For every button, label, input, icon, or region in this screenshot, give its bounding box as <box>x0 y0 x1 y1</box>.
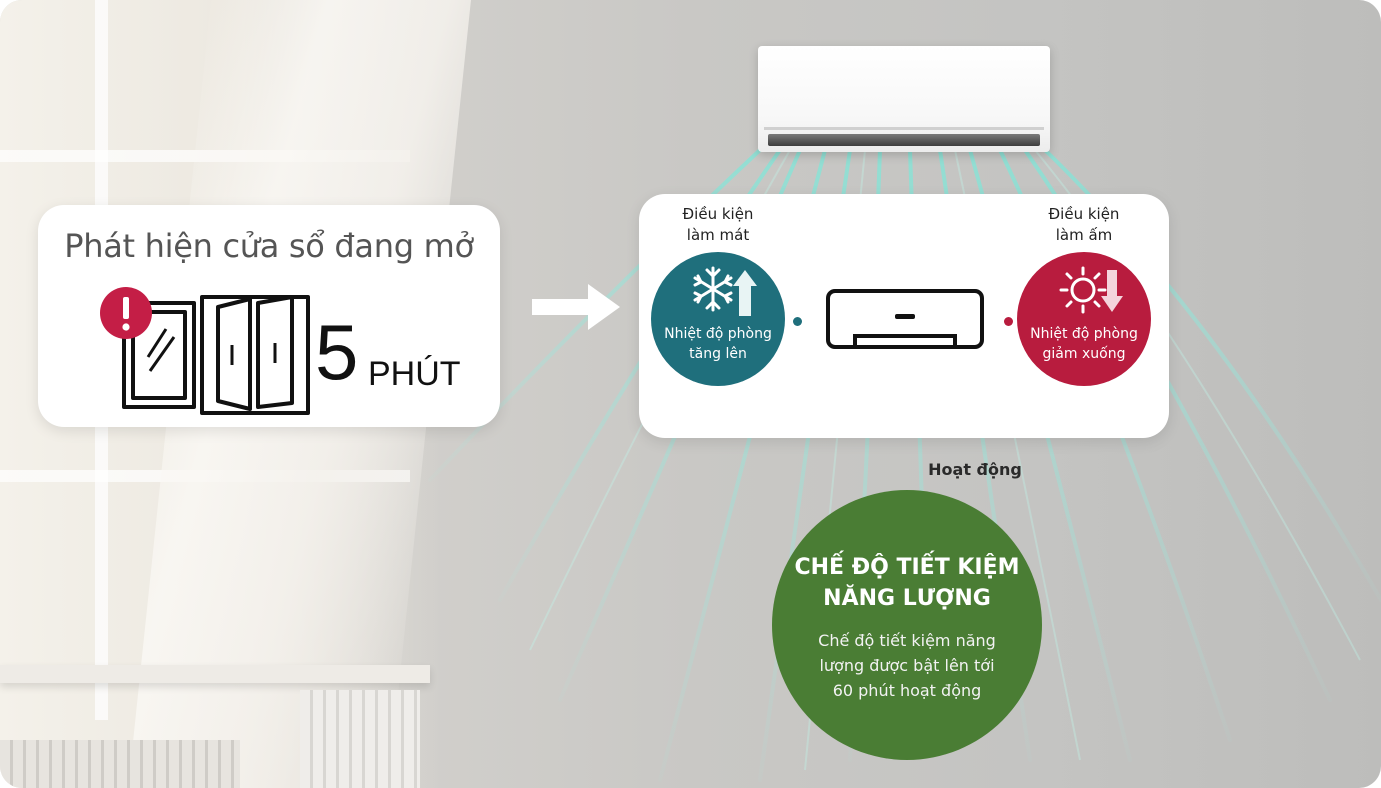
heating-dot <box>1004 317 1013 326</box>
window-detection-title: Phát hiện cửa sổ đang mở <box>64 227 474 265</box>
wall-air-conditioner <box>758 46 1050 152</box>
sun-down-arrow-icon <box>1059 266 1123 314</box>
eco-mode-circle: CHẾ ĐỘ TIẾT KIỆM NĂNG LƯỢNG Chế độ tiết … <box>772 490 1042 760</box>
eco-mode-description: Chế độ tiết kiệm năng lượng được bật lên… <box>797 628 1017 703</box>
cooling-text-line1: Nhiệt độ phòng <box>664 326 772 342</box>
cooling-dot <box>793 317 802 326</box>
right-arrow-icon <box>532 284 620 330</box>
snowflake-up-arrow-icon <box>693 266 757 316</box>
eco-desc-line1: Chế độ tiết kiệm năng <box>818 631 996 650</box>
window-sill <box>0 665 430 683</box>
duration-unit: PHÚT <box>368 355 461 393</box>
exclamation-icon <box>100 287 152 339</box>
eco-desc-line2: lượng được bật lên tới <box>819 656 995 675</box>
heating-label-line1: Điều kiện <box>1048 205 1120 223</box>
open-window-icon <box>122 295 310 415</box>
heating-label-line2: làm ấm <box>1055 226 1113 244</box>
heating-condition-label: Điều kiện làm ấm <box>1024 204 1144 246</box>
cooling-label-line2: làm mát <box>686 226 750 244</box>
cooling-text-line2: tăng lên <box>689 346 747 362</box>
radiator-left <box>0 740 240 788</box>
window-detection-card: Phát hiện cửa sổ đang mở 5 PHÚT <box>38 205 500 427</box>
ac-vent <box>768 134 1040 146</box>
cooling-condition-label: Điều kiện làm mát <box>658 204 778 246</box>
heating-circle: Nhiệt độ phòng giảm xuống <box>1017 252 1151 386</box>
cooling-text: Nhiệt độ phòng tăng lên <box>651 324 785 364</box>
eco-title-line1: CHẾ ĐỘ TIẾT KIỆM <box>794 555 1020 580</box>
heating-text: Nhiệt độ phòng giảm xuống <box>1017 324 1151 364</box>
heating-text-line1: Nhiệt độ phòng <box>1030 326 1138 342</box>
heating-text-line2: giảm xuống <box>1042 346 1126 362</box>
eco-title-line2: NĂNG LƯỢNG <box>823 586 991 611</box>
duration-value: 5 <box>315 308 359 396</box>
operation-status-label: Hoạt động <box>928 460 1022 479</box>
conditions-card: Điều kiện làm mát Điều kiện làm ấm <box>639 194 1169 438</box>
eco-desc-line3: 60 phút hoạt động <box>832 681 982 700</box>
ac-vent-line <box>764 127 1044 130</box>
eco-mode-title: CHẾ ĐỘ TIẾT KIỆM NĂNG LƯỢNG <box>772 552 1042 614</box>
air-conditioner-icon <box>826 289 984 349</box>
cooling-label-line1: Điều kiện <box>682 205 754 223</box>
cooling-circle: Nhiệt độ phòng tăng lên <box>651 252 785 386</box>
radiator <box>300 690 420 788</box>
